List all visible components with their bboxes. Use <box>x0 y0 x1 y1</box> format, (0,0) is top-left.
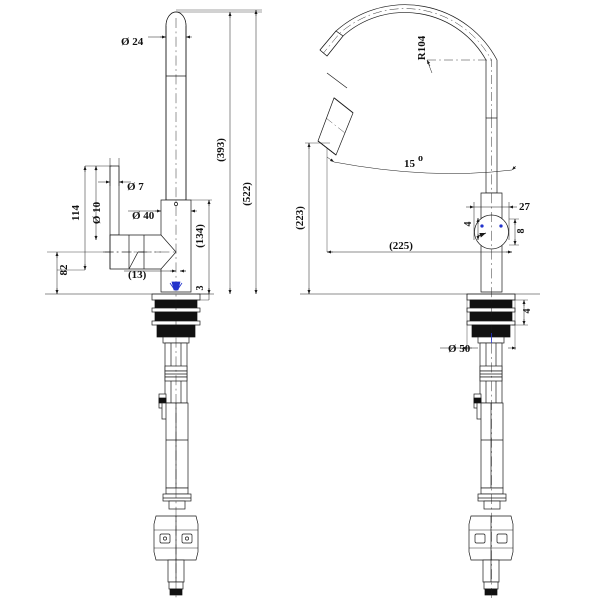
dim-label-223: (223) <box>294 206 306 230</box>
dim-label-r104: R104 <box>416 35 428 60</box>
dim-label-4-lower: 4 <box>522 309 533 314</box>
dim-label-dia50: Ø 50 <box>448 343 471 355</box>
dim-label-82: 82 <box>58 264 70 276</box>
dim-label-114: 114 <box>70 205 82 221</box>
front-view <box>45 9 262 598</box>
side-hose-weight <box>468 515 514 596</box>
front-dimension-lines <box>47 9 262 301</box>
dim-label-134: (134) <box>194 224 206 248</box>
dim-label-8: 8 <box>516 229 527 234</box>
front-hose-coupling-marker <box>169 281 183 291</box>
dim-label-15deg-symbol: o <box>418 153 423 164</box>
side-view <box>300 4 540 598</box>
dim-label-522: (522) <box>241 182 253 206</box>
dim-label-225: (225) <box>389 240 413 252</box>
side-mounting-stack <box>466 293 516 344</box>
front-spout-tube <box>165 11 187 201</box>
front-shank-tube <box>158 342 192 510</box>
side-dimension-lines <box>305 59 528 350</box>
dim-label-15deg: 15 <box>404 158 416 170</box>
dim-label-3: 3 <box>195 286 206 291</box>
dim-label-13: (13) <box>128 269 147 281</box>
dim-label-393: (393) <box>215 138 227 162</box>
dim-label-dia7: Ø 7 <box>127 181 144 193</box>
side-arc-centerline <box>323 8 492 118</box>
dim-label-4-upper: 4 <box>463 222 474 227</box>
dimension-labels: Ø 24 Ø 7 Ø 10 Ø 40 114 82 (13) 3 (134) (… <box>58 35 533 355</box>
side-shank-tube <box>473 342 507 510</box>
side-handle-index-marks <box>480 224 503 343</box>
dim-label-dia10: Ø 10 <box>91 201 103 224</box>
dim-label-27: 27 <box>519 201 531 213</box>
dim-label-dia40: Ø 40 <box>132 210 155 222</box>
front-centerlines <box>103 18 177 598</box>
side-gooseneck <box>317 4 498 156</box>
dim-label-dia24: Ø 24 <box>121 36 144 48</box>
